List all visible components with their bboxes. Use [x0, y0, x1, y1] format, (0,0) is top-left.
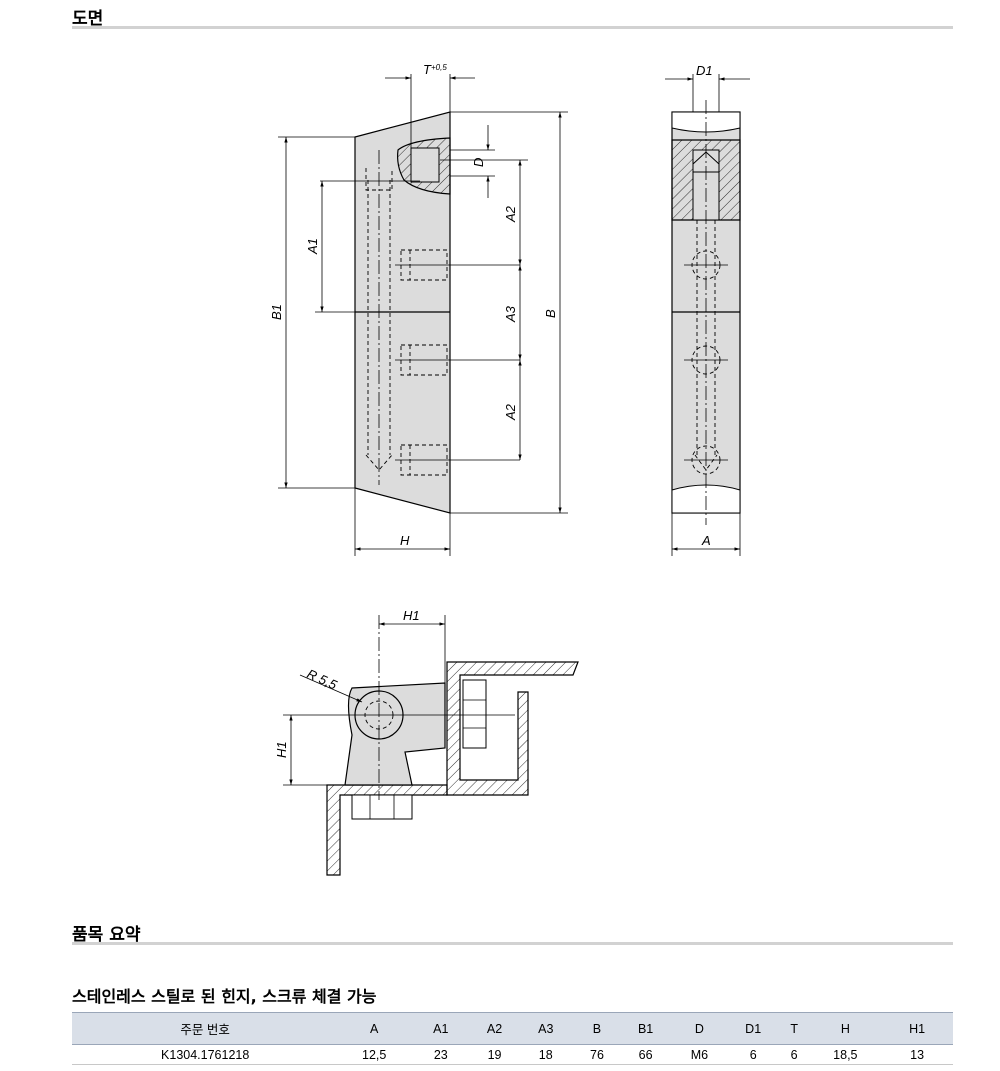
dim-label-b: B — [543, 309, 558, 318]
col-header-a2: A2 — [471, 1012, 518, 1045]
dim-label-a2-top: A2 — [503, 205, 518, 223]
technical-drawing: T +0,5 D A2 A3 A2 B A1 B1 H — [269, 62, 750, 876]
dim-label-t: T — [423, 62, 432, 77]
cell-a3: 18 — [538, 1047, 553, 1062]
dim-label-a2-bottom: A2 — [503, 403, 518, 421]
dim-label-h: H — [400, 533, 410, 548]
dim-label-t-tolerance: +0,5 — [431, 63, 447, 72]
cell-a2: 19 — [487, 1047, 502, 1062]
cell-b1: 66 — [638, 1047, 653, 1062]
dim-label-d1: D1 — [696, 63, 713, 78]
dim-label-h1-top: H1 — [403, 608, 420, 623]
dim-label-a3: A3 — [503, 305, 518, 323]
dim-label-b1: B1 — [269, 304, 284, 320]
cell-d1: 6 — [749, 1047, 757, 1062]
summary-section-title: 품목 요약 — [72, 925, 141, 945]
dim-label-a: A — [701, 533, 711, 548]
cell-h: 18,5 — [833, 1047, 858, 1062]
side-view — [671, 100, 741, 525]
cell-a: 12,5 — [362, 1047, 387, 1062]
front-view — [320, 111, 520, 514]
product-heading: 스테인레스 스틸로 된 힌지, 스크류 체결 가능 — [72, 987, 377, 1006]
col-header-b: B — [573, 1012, 621, 1045]
col-header-a1: A1 — [410, 1012, 472, 1045]
mounting-detail — [326, 661, 579, 876]
cell-d: M6 — [690, 1047, 709, 1062]
dim-label-d: D — [471, 158, 486, 167]
spec-table: 주문 번호 A A1 A2 A3 B B1 D D1 T H H1 K1304.… — [72, 1012, 953, 1065]
cell-t: 6 — [790, 1047, 798, 1062]
col-header-d1: D1 — [727, 1012, 779, 1045]
col-header-h: H — [809, 1012, 882, 1045]
dim-label-h1-side: H1 — [274, 741, 289, 758]
table-row[interactable]: K1304.1761218 12,5 23 19 18 76 66 M6 6 6… — [72, 1045, 953, 1065]
col-header-d: D — [671, 1012, 728, 1045]
col-header-t: T — [778, 1012, 810, 1045]
dim-label-radius: R 5,5 — [305, 666, 340, 693]
col-header-a3: A3 — [517, 1012, 574, 1045]
dim-label-a1: A1 — [305, 238, 320, 255]
summary-section-rule — [72, 942, 953, 945]
col-header-a: A — [338, 1012, 411, 1045]
col-header-order-number: 주문 번호 — [72, 1012, 339, 1045]
cell-b: 76 — [590, 1047, 604, 1062]
order-number-link[interactable]: K1304.1761218 — [161, 1047, 250, 1062]
drawing-section-rule — [72, 26, 953, 29]
table-header-row: 주문 번호 A A1 A2 A3 B B1 D D1 T H H1 — [72, 1012, 953, 1045]
cell-h1: 13 — [910, 1047, 925, 1062]
cell-a1: 23 — [433, 1047, 448, 1062]
col-header-b1: B1 — [620, 1012, 672, 1045]
col-header-h1: H1 — [881, 1012, 953, 1045]
drawing-section-title: 도면 — [72, 9, 104, 29]
